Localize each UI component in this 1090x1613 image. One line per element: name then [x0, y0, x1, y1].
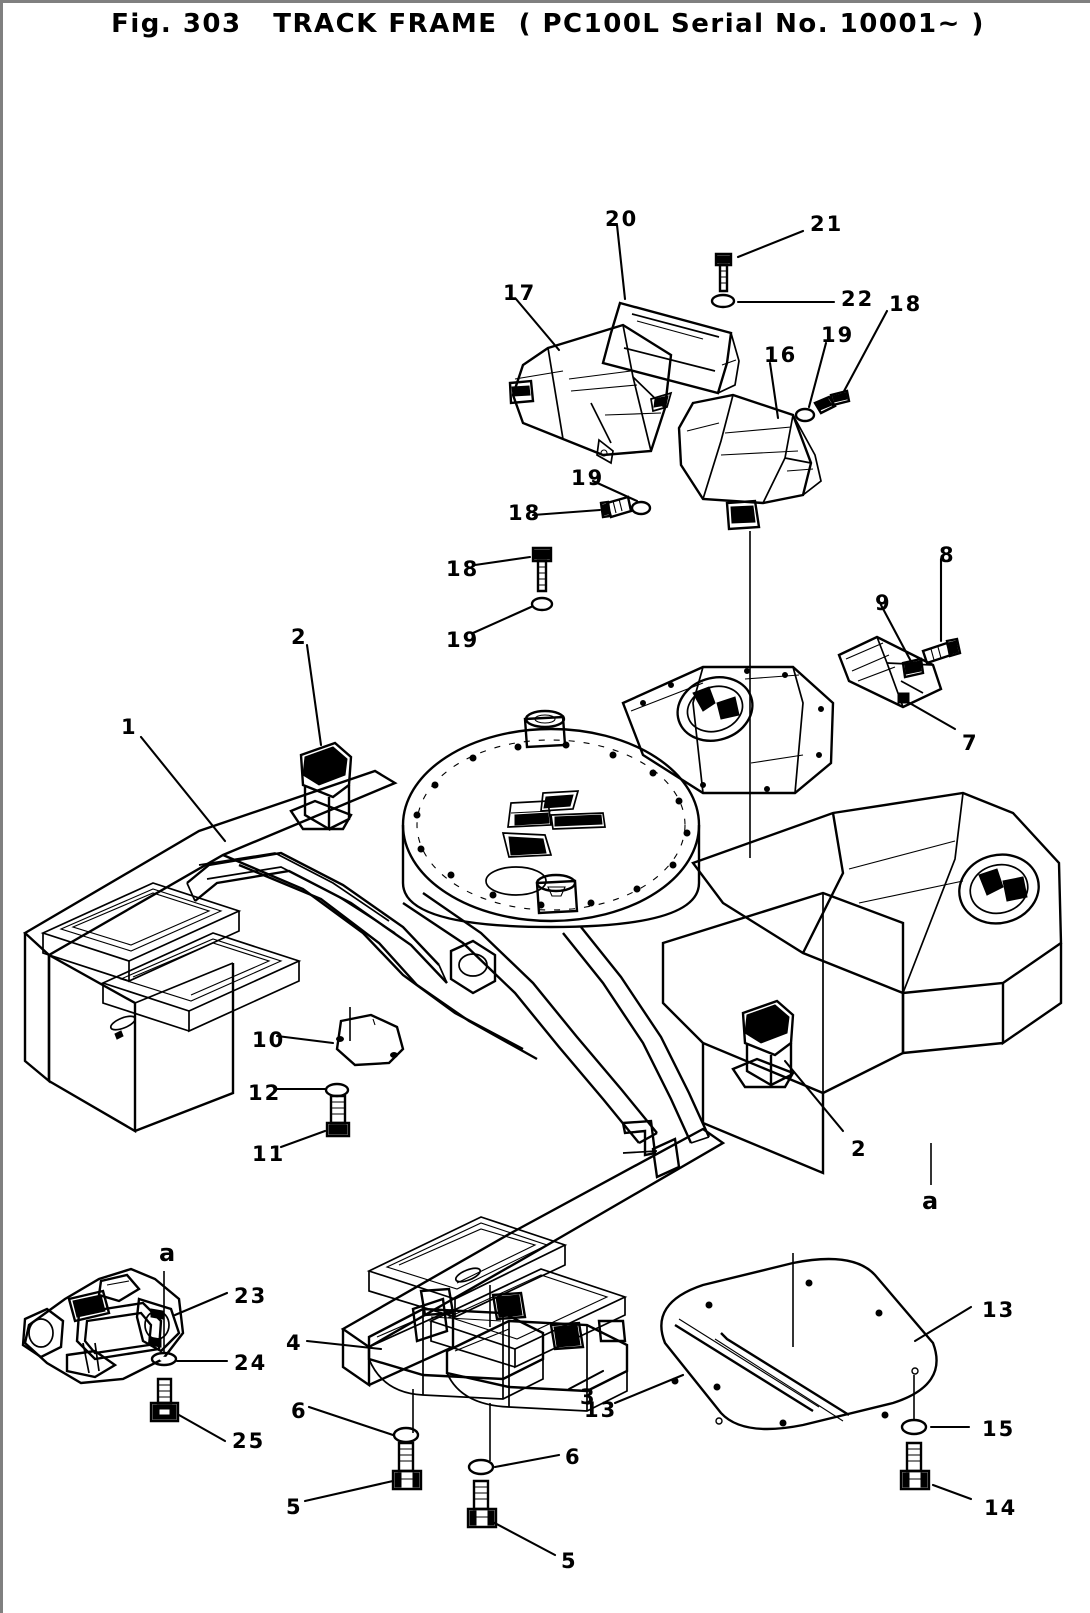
- leader-21: [736, 229, 805, 259]
- leader-3: [567, 1369, 605, 1391]
- leader-7: [897, 695, 957, 731]
- fastener-bolt-14: [899, 1441, 931, 1491]
- leader-13a: [913, 1305, 973, 1343]
- callout-13-right: 13: [982, 1298, 1016, 1322]
- leader-18a: [531, 508, 602, 517]
- fastener-washer-12: [324, 1082, 350, 1098]
- callout-24: 24: [234, 1351, 268, 1375]
- detail-marker-a-right: a: [922, 1187, 939, 1215]
- callout-9: 9: [875, 591, 892, 615]
- fastener-cluster-below-17: [599, 495, 652, 519]
- leader-2b: [783, 1059, 845, 1133]
- fastener-bolt-21: [714, 252, 733, 293]
- detail-a-assembly: [21, 1267, 185, 1385]
- callout-21: 21: [810, 212, 844, 236]
- callout-5-left: 5: [286, 1495, 303, 1519]
- callout-3: 3: [580, 1385, 597, 1409]
- technical-drawing: [21, 223, 1063, 1557]
- callout-17: 17: [503, 281, 537, 305]
- leader-5b: [489, 1519, 557, 1557]
- leader-6a: [307, 1405, 395, 1437]
- callout-4: 4: [286, 1331, 303, 1355]
- leader-23: [173, 1291, 229, 1317]
- callout-11: 11: [252, 1142, 286, 1166]
- fastener-cluster-right-16: [794, 389, 851, 423]
- leader-9: [879, 603, 916, 669]
- leader-20: [615, 223, 627, 301]
- leader-25: [177, 1413, 227, 1443]
- leader-14: [931, 1483, 973, 1501]
- callout-2-right: 2: [851, 1137, 868, 1161]
- part-bracket-7: [837, 635, 943, 709]
- callout-10: 10: [252, 1028, 286, 1052]
- fastener-washer-6-left: [392, 1426, 420, 1444]
- figure-title: Fig. 303 TRACK FRAME ( PC100L Serial No.…: [111, 9, 985, 39]
- callout-20: 20: [605, 207, 639, 231]
- callout-5-right: 5: [561, 1549, 578, 1573]
- leader-19b: [471, 605, 533, 635]
- callout-13-left: 13: [584, 1398, 618, 1422]
- fastener-washer-22: [710, 293, 736, 309]
- part-track-guide-guard-4: [367, 1287, 545, 1433]
- fastener-washer-15: [900, 1375, 928, 1436]
- part-roller-guard-2-right: [731, 999, 795, 1089]
- part-cover-10: [335, 1007, 405, 1067]
- callout-16: 16: [764, 343, 798, 367]
- leader-18c: [841, 309, 889, 395]
- leader-2a: [305, 643, 323, 747]
- leader-11: [279, 1129, 327, 1149]
- part-track-guide-guard-3: [445, 1285, 629, 1461]
- callout-14: 14: [984, 1496, 1018, 1520]
- part-guard-16: [677, 393, 822, 531]
- detail-marker-a-left: a: [159, 1239, 176, 1267]
- callout-25: 25: [232, 1429, 266, 1453]
- fastener-bolt-5-left: [391, 1441, 423, 1491]
- leader-4: [305, 1339, 383, 1351]
- leader-13b: [613, 1373, 685, 1405]
- fastener-bolt-25: [149, 1377, 180, 1423]
- callout-15: 15: [982, 1417, 1016, 1441]
- fastener-bolt-11: [325, 1094, 351, 1138]
- part-under-cover-13: [660, 1253, 938, 1431]
- fastener-bolt-8: [921, 637, 962, 665]
- fastener-washer-6-right: [467, 1458, 495, 1476]
- leader-1: [139, 735, 227, 843]
- leader-17: [514, 297, 561, 352]
- part-cover-plate-20: [601, 301, 740, 395]
- leader-6b: [493, 1453, 561, 1469]
- leader-5a: [303, 1479, 395, 1503]
- callout-6-left: 6: [291, 1399, 308, 1423]
- leader-19c: [807, 341, 828, 409]
- fastener-bolt-18-left: [530, 546, 554, 612]
- callout-12: 12: [248, 1081, 282, 1105]
- callout-18-a: 18: [508, 501, 542, 525]
- part-track-frame-main: [22, 665, 1063, 1388]
- leader-16: [768, 361, 780, 420]
- leader-19a: [591, 479, 639, 503]
- callout-18-c: 18: [889, 292, 923, 316]
- callout-19-c: 19: [821, 323, 855, 347]
- callout-18-b: 18: [446, 557, 480, 581]
- callout-2-left: 2: [291, 625, 308, 649]
- fastener-washer-24: [150, 1351, 178, 1367]
- part-guard-17: [508, 323, 673, 465]
- callout-23: 23: [234, 1284, 268, 1308]
- callout-22: 22: [841, 287, 875, 311]
- callout-19-b: 19: [446, 628, 480, 652]
- callout-6-right: 6: [565, 1445, 582, 1469]
- fastener-bolt-5-right: [466, 1479, 498, 1529]
- part-roller-guard-2-left: [289, 741, 353, 832]
- leader-18b: [473, 555, 532, 567]
- callout-19-a: 19: [571, 466, 605, 490]
- leader-10: [275, 1034, 335, 1045]
- callout-1: 1: [121, 715, 138, 739]
- callout-7: 7: [962, 731, 979, 755]
- callout-8: 8: [939, 543, 956, 567]
